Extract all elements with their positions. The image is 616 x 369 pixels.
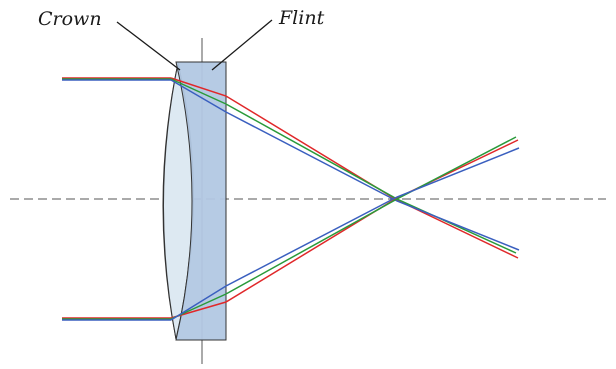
refracted-rays-top bbox=[170, 77, 520, 259]
red-ray-bottom bbox=[170, 139, 519, 319]
blue-ray-top bbox=[170, 79, 520, 251]
incoming-rays-bottom bbox=[62, 317, 171, 321]
blue-ray-bottom bbox=[170, 147, 520, 321]
refracted-rays-bottom bbox=[170, 136, 520, 321]
crown-label: Crown bbox=[38, 8, 102, 30]
flint-pointer-line bbox=[211, 19, 273, 71]
incoming-rays-top bbox=[62, 77, 171, 81]
red-ray-top bbox=[170, 77, 519, 259]
green-ray-bottom bbox=[170, 136, 517, 320]
flint-label: Flint bbox=[279, 7, 325, 29]
green-ray-top bbox=[170, 78, 517, 254]
flint-lens bbox=[175, 61, 227, 341]
crown-pointer-line bbox=[116, 21, 181, 71]
